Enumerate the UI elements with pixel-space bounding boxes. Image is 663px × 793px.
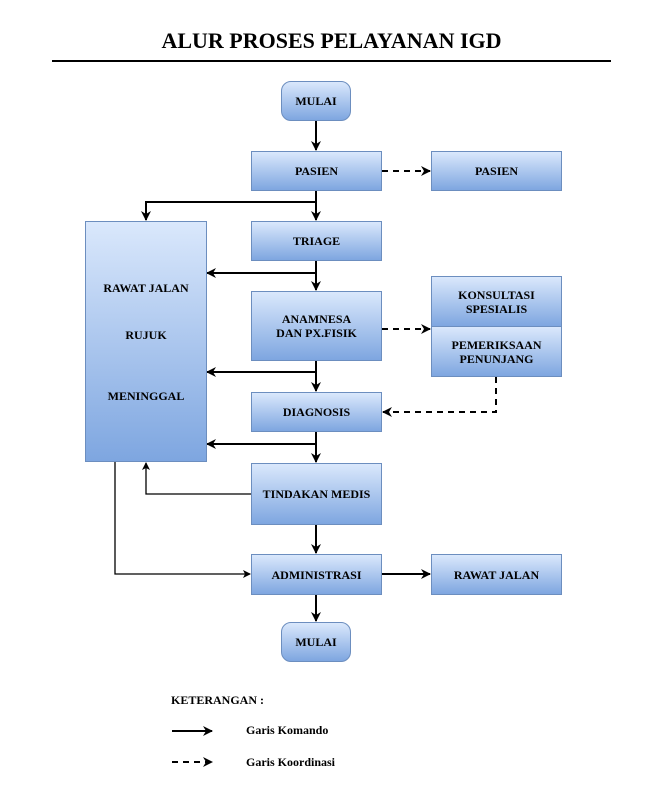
outcome-rawat-jalan: RAWAT JALAN bbox=[103, 281, 189, 295]
page-title: ALUR PROSES PELAYANAN IGD bbox=[161, 28, 502, 53]
node-rawat-jalan-right: RAWAT JALAN bbox=[431, 554, 562, 595]
outcome-rujuk: RUJUK bbox=[125, 328, 167, 342]
node-start: MULAI bbox=[281, 81, 351, 121]
arrow-outcome-administrasi bbox=[114, 462, 251, 578]
arrow-pasien-outcome bbox=[141, 201, 316, 221]
node-triage: TRIAGE bbox=[251, 221, 382, 261]
node-outcome: RAWAT JALAN RUJUK MENINGGAL bbox=[85, 221, 207, 462]
arrow-pemeriksaan-diagnosis bbox=[382, 377, 497, 417]
legend-title: KETERANGAN : bbox=[171, 693, 265, 707]
node-konsultasi: KONSULTASI SPESIALIS bbox=[431, 276, 562, 327]
node-administrasi: ADMINISTRASI bbox=[251, 554, 382, 595]
title-underline bbox=[52, 60, 611, 62]
node-tindakan: TINDAKAN MEDIS bbox=[251, 463, 382, 525]
legend-label-komando: Garis Komando bbox=[246, 723, 329, 737]
legend-label-koordinasi: Garis Koordinasi bbox=[246, 755, 336, 769]
node-pemeriksaan: PEMERIKSAAN PENUNJANG bbox=[431, 326, 562, 377]
arrow-tindakan-outcome bbox=[142, 462, 251, 495]
node-anamnesa: ANAMNESA DAN PX.FISIK bbox=[251, 291, 382, 361]
node-end: MULAI bbox=[281, 622, 351, 662]
node-diagnosis: DIAGNOSIS bbox=[251, 392, 382, 432]
outcome-meninggal: MENINGGAL bbox=[107, 389, 185, 403]
node-pasien: PASIEN bbox=[251, 151, 382, 191]
node-pasien-right: PASIEN bbox=[431, 151, 562, 191]
